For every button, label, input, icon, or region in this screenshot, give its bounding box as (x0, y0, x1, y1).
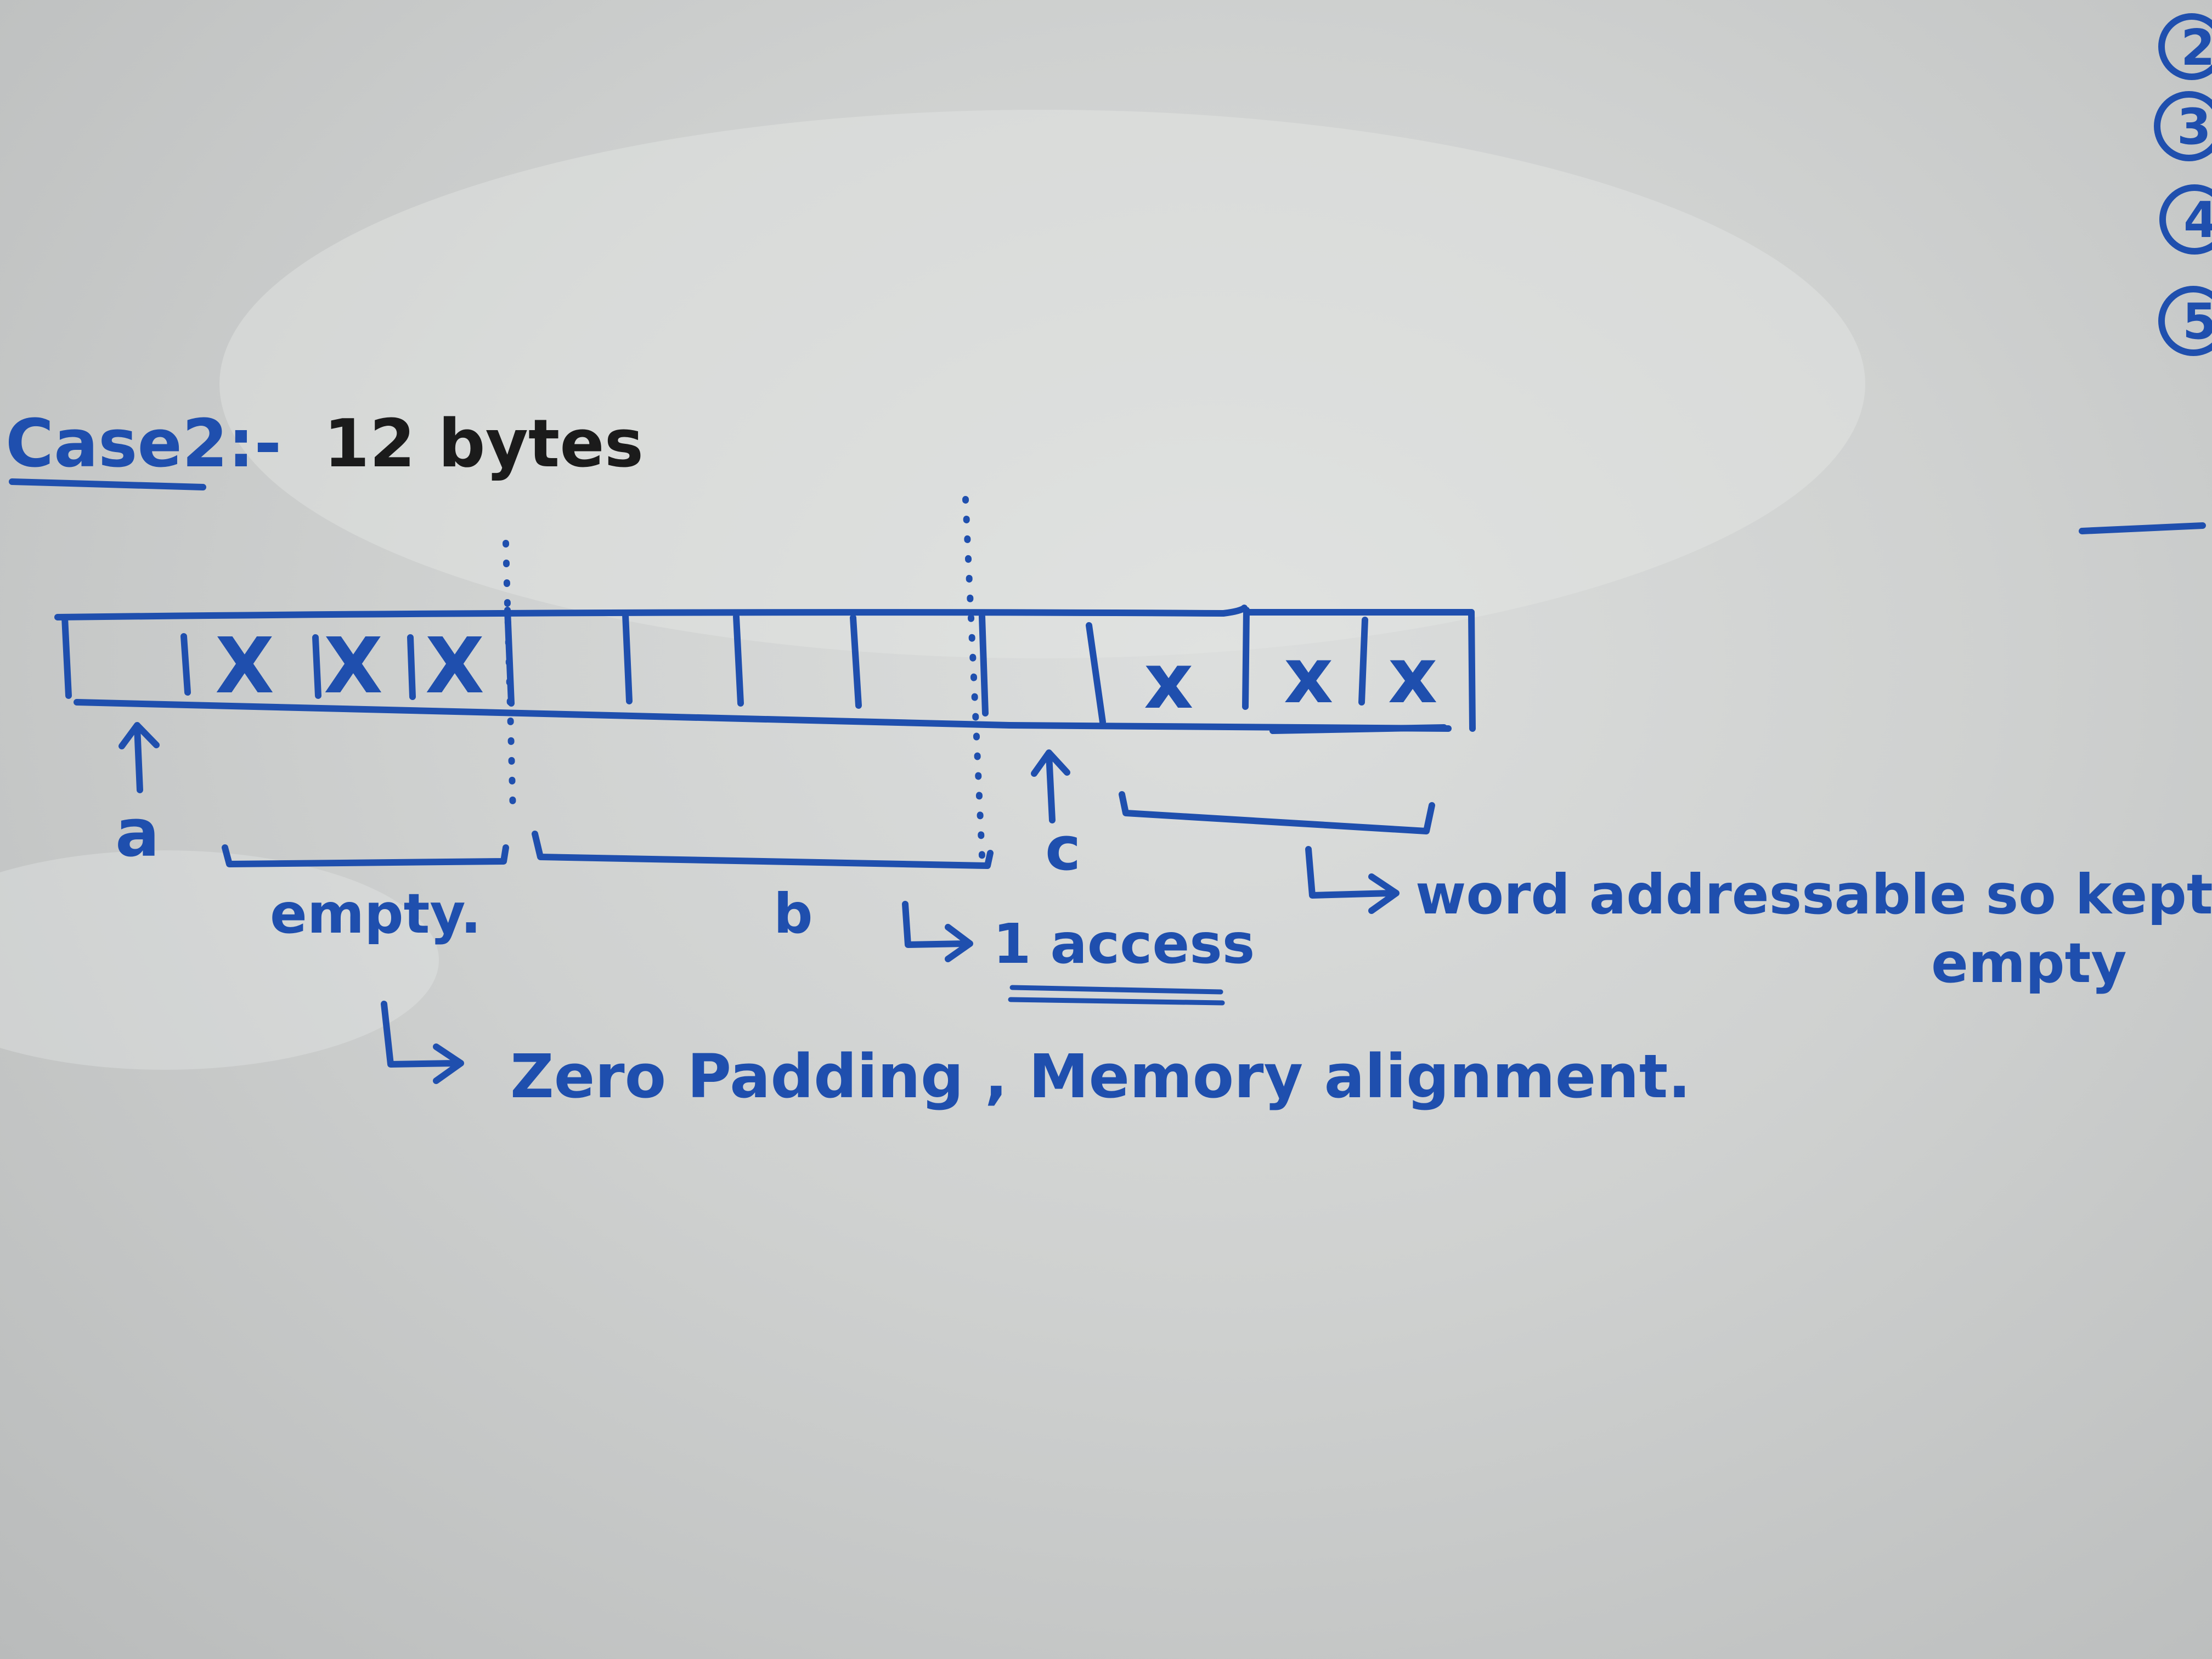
memory-row (54, 605, 1476, 734)
arrow-c (1031, 749, 1070, 823)
mark-x-5: x (1284, 631, 1333, 721)
bracket-padding-end (1119, 791, 1435, 834)
hook-arrow-access (902, 901, 973, 962)
label-empty: empty. (270, 882, 481, 946)
margin-number-2: 2 (2181, 19, 2212, 77)
margin-number-5: 5 (2182, 293, 2212, 351)
mark-x-6: x (1388, 631, 1437, 721)
mark-x-2: X (324, 622, 383, 711)
heading-underline (9, 478, 206, 490)
arrow-a (119, 722, 160, 793)
stray-dash (2079, 522, 2206, 534)
mark-x-3: X (425, 622, 484, 711)
label-word-note-line2: empty (1931, 931, 2127, 995)
label-padding-note: Zero Padding , Memory alignment. (510, 1041, 1691, 1111)
margin-circle-4 (2159, 184, 2212, 255)
hook-arrow-padding (381, 1001, 464, 1084)
mark-x-1: X (215, 622, 274, 711)
label-access: 1 access (993, 912, 1255, 976)
first-word-marks: X X X (215, 622, 484, 711)
bracket-empty (222, 844, 509, 867)
mark-x-4: x (1144, 637, 1193, 726)
access-underline (1008, 985, 1225, 1006)
margin-circle-2 (2158, 13, 2212, 80)
hook-arrow-word (1305, 846, 1400, 914)
word-boundary-2 (962, 496, 985, 859)
margin-number-4: 4 (2183, 191, 2212, 249)
heading-case-label: Case2:- (5, 406, 281, 482)
label-a: a (115, 795, 160, 872)
label-c: c (1045, 814, 1081, 884)
label-word-note-line1: word addressable so kept (1415, 862, 2212, 927)
margin-circle-5 (2158, 286, 2212, 356)
bracket-b (532, 831, 994, 869)
last-word-marks: x x x (1144, 631, 1437, 726)
heading-size-label: 12 bytes (324, 406, 644, 482)
margin-number-3: 3 (2177, 98, 2211, 156)
margin-number-list: 2 3 4 5 (2154, 13, 2212, 356)
label-b: b (774, 882, 813, 946)
margin-circle-3 (2154, 91, 2212, 161)
